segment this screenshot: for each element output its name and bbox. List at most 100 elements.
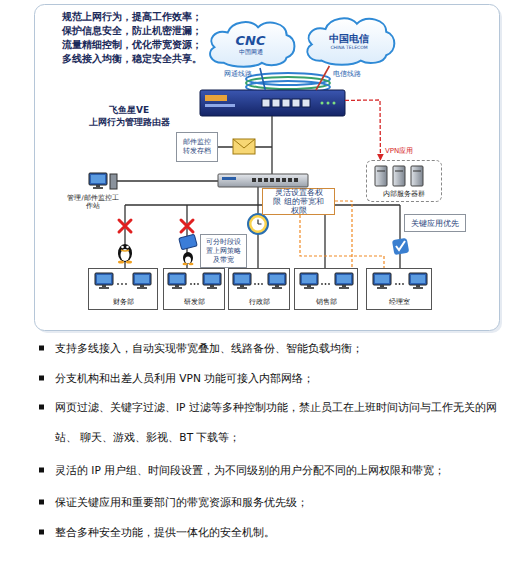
- ellipsis-dots: [402, 283, 404, 285]
- router-device: [205, 95, 227, 101]
- note-box: 关键应用优先: [404, 214, 466, 232]
- network-wire: [271, 116, 272, 175]
- network-switch: [294, 178, 298, 182]
- connector-line: [345, 100, 380, 160]
- priority-icon: [392, 238, 409, 255]
- isp-cloud: CNC中国网通: [203, 16, 298, 68]
- computer-icon: [268, 273, 286, 289]
- qq-icon: [118, 261, 124, 264]
- computer-icon: [133, 273, 151, 289]
- router-device: [282, 99, 290, 107]
- connector-line: [316, 66, 329, 90]
- ellipsis-dots: [117, 283, 119, 285]
- block-mark: [181, 220, 193, 232]
- qq-icon: [118, 244, 132, 264]
- connector-line: [260, 68, 265, 90]
- qq-icon: [118, 244, 132, 262]
- box-label: 关键应用优先: [411, 219, 459, 228]
- block-mark: [119, 220, 131, 232]
- router-device: [333, 102, 336, 105]
- box-label: 灵活设置各权限 组的带宽和权限: [271, 188, 326, 215]
- isp-cloud: 中国电信CHINA TELECOM: [300, 12, 398, 66]
- feature-item: 灵活的 IP 用户组、时间段设置，为不同级别的用户分配不同的上网权限和带宽；: [55, 455, 505, 485]
- router-device: [200, 90, 345, 116]
- line-label: 网通线路: [224, 70, 252, 79]
- ellipsis-dots: [121, 283, 123, 285]
- game-icon: [183, 252, 193, 264]
- ellipsis-dots: [395, 283, 397, 285]
- bullet-marker: [39, 468, 44, 473]
- computer-icon: [409, 273, 427, 289]
- department-name: 财务部: [113, 298, 134, 307]
- note-box: 可分时段设 置上网策略 及带宽: [200, 234, 247, 268]
- feature-item: 支持多线接入，自动实现带宽叠加、线路备份、智能负载均衡；: [55, 333, 505, 363]
- network-switch: [222, 177, 236, 180]
- game-icon: [185, 257, 191, 264]
- server-icon: [377, 171, 421, 172]
- network-wire: [399, 205, 400, 268]
- network-switch: [288, 178, 292, 182]
- bullet-marker: [39, 376, 44, 381]
- bullet-marker: [39, 500, 44, 505]
- computer-icon: [373, 273, 391, 289]
- note-box: 邮件监控 转发存档: [176, 132, 218, 162]
- department-box: 研发部: [163, 268, 225, 310]
- group-label: 内部服务器群: [383, 190, 425, 199]
- policy-leader: [335, 201, 352, 268]
- bullet-marker: [39, 346, 44, 535]
- router-device: 飞鱼星VE 上网行为管理路由器: [200, 90, 345, 116]
- server-icon: [375, 166, 423, 186]
- box-label: 邮件监控 转发存档: [180, 138, 214, 156]
- ellipsis-dots: [194, 283, 196, 285]
- ellipsis-dots: [197, 283, 199, 285]
- clock-icon: [248, 214, 268, 234]
- mail-icon: [233, 139, 255, 154]
- computer-icon: [233, 273, 251, 289]
- bullet-marker: [39, 530, 44, 535]
- game-icon: [179, 234, 198, 250]
- department-name: 研发部: [184, 298, 205, 307]
- network-wire: [117, 116, 400, 268]
- router-device: [302, 99, 310, 107]
- slogan-note: 规范上网行为，提高工作效率； 保护信息安全，防止机密泄漏； 流量精细控制，优化带…: [62, 10, 208, 66]
- computer-icon: [203, 273, 221, 289]
- priority-icon: [396, 241, 405, 250]
- department-box: 销售部: [294, 268, 358, 310]
- router-device: [262, 99, 270, 107]
- qq-icon: [126, 246, 129, 249]
- priority-icon: [392, 238, 409, 255]
- ellipsis-dots: [117, 283, 404, 285]
- mail-icon: [233, 139, 255, 154]
- device-label: 管理/邮件监控工 作站: [67, 194, 119, 210]
- ellipsis-dots: [399, 283, 401, 285]
- workstation-icon: 管理/邮件监控工 作站: [62, 172, 124, 210]
- bullet-marker: [39, 405, 44, 410]
- router-device: [321, 102, 324, 105]
- department-name: 经理室: [389, 298, 410, 307]
- game-icon: [183, 263, 188, 265]
- router-device: [200, 90, 345, 116]
- diagram-frame: [35, 5, 500, 331]
- server-icon: [375, 166, 387, 186]
- router-device: [205, 104, 235, 107]
- network-wire: [257, 187, 258, 205]
- ellipsis-dots: [321, 283, 323, 285]
- network-switch: [218, 174, 308, 187]
- network-switch: [218, 174, 308, 187]
- department-name: 销售部: [316, 298, 337, 307]
- server-group: 内部服务器群: [366, 160, 442, 202]
- qq-icon: [121, 246, 124, 249]
- department-box: 财务部: [88, 268, 158, 310]
- line-label: VPN应用: [385, 147, 413, 156]
- workstation-icon: [110, 174, 117, 189]
- ellipsis-dots: [258, 283, 260, 285]
- box-label: 可分时段设 置上网策略 及带宽: [204, 238, 243, 265]
- router-device: [327, 102, 330, 105]
- game-icon: [189, 263, 194, 265]
- computer-icon: [95, 273, 113, 289]
- logo-text: 中国电信: [329, 33, 369, 45]
